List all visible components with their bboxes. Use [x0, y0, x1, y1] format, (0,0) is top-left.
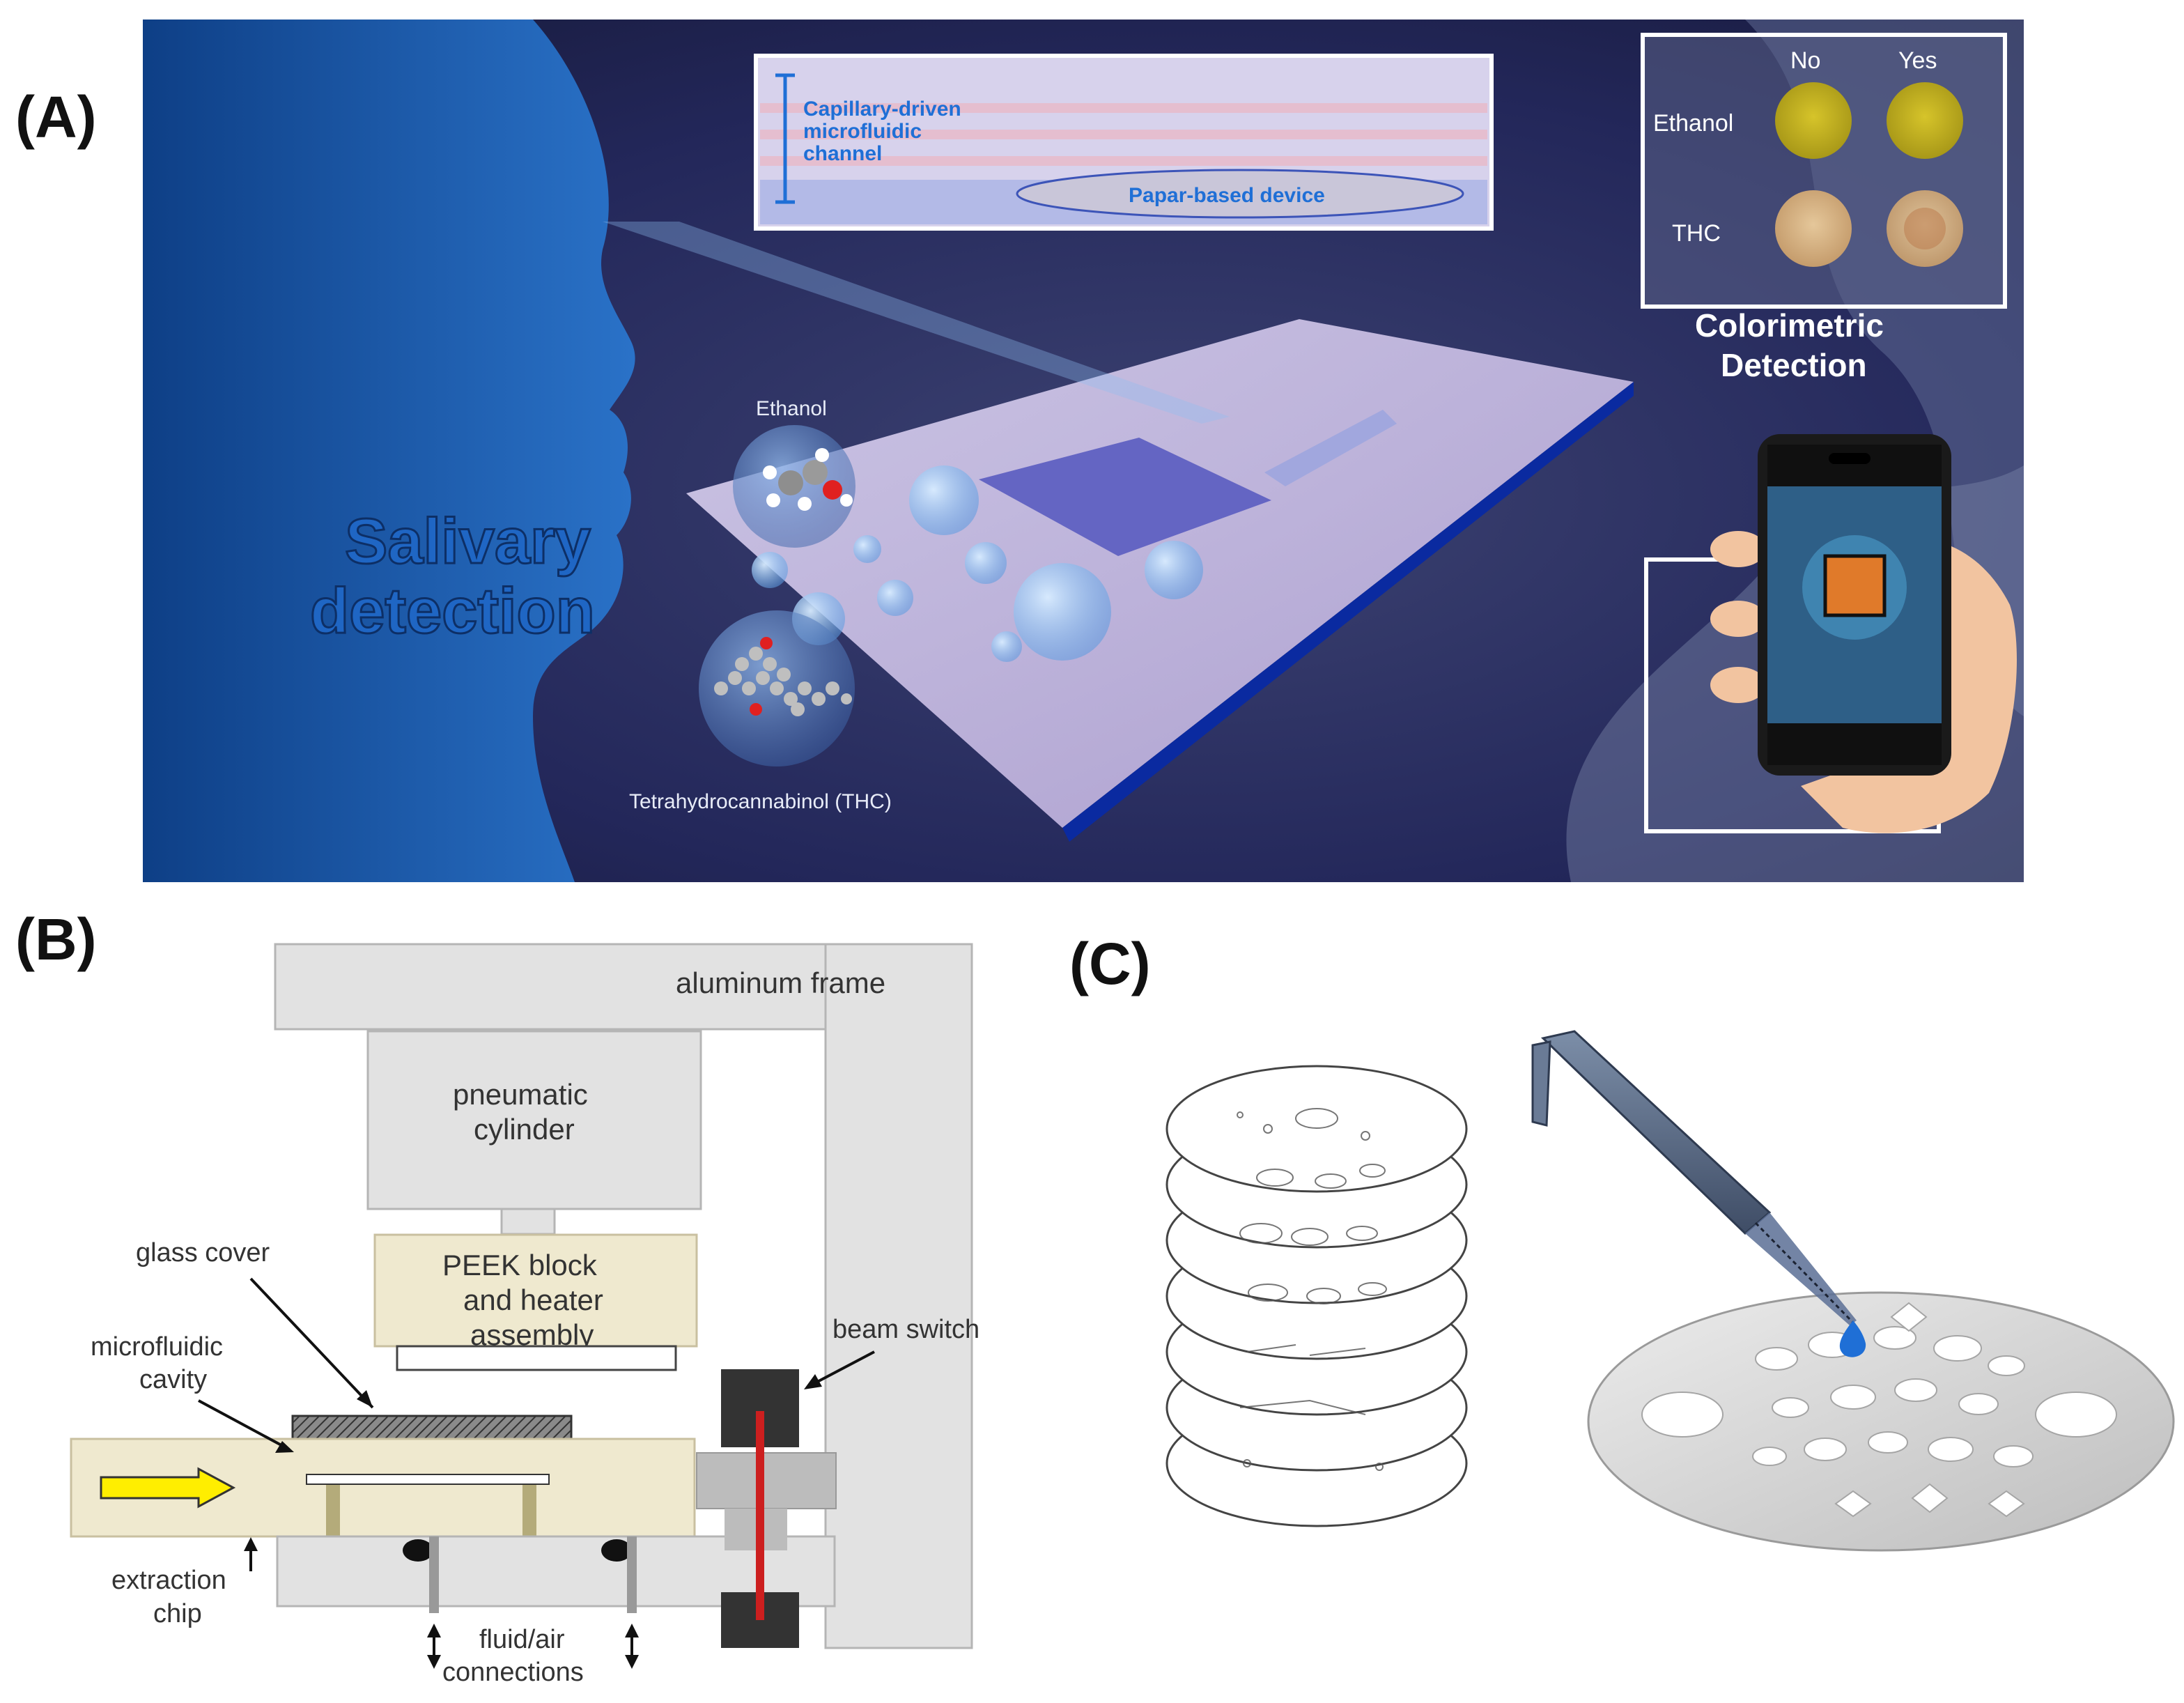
grid-col-yes: Yes	[1898, 47, 1937, 74]
colorimetric-line-2: Detection	[1721, 347, 1867, 383]
ethanol-yes-spot	[1887, 82, 1963, 159]
perforated-disc	[1587, 1291, 2175, 1552]
peek-block	[373, 1233, 698, 1348]
fluid-arrow-right	[625, 1624, 639, 1669]
fluid-arrow-left	[427, 1624, 441, 1669]
panel-label-a: (A)	[15, 84, 97, 150]
detection-zone	[979, 438, 1271, 556]
thc-no-spot	[1775, 190, 1852, 267]
extraction-label-2: chip	[153, 1599, 202, 1628]
blue-droplet	[1839, 1320, 1866, 1357]
inset-title-line-3: channel	[803, 142, 882, 165]
channel-branch	[1264, 410, 1397, 486]
stacked-layers	[1165, 1065, 1468, 1527]
inset-title-line-2: microfluidic	[803, 120, 922, 143]
phone-detection-square	[1823, 554, 1887, 617]
pneumatic-label-2: cylinder	[474, 1113, 575, 1146]
fluid-label-2: connections	[442, 1658, 584, 1687]
ethanol-no-spot	[1775, 82, 1852, 159]
thc-label: Tetrahydrocannabinol (THC)	[629, 790, 892, 813]
ethanol-label: Ethanol	[756, 397, 827, 420]
peek-label-2: and heater	[463, 1284, 603, 1316]
microfluidic-label-1: microfluidic	[91, 1332, 223, 1362]
face-silhouette	[143, 20, 635, 882]
colorimetric-line-1: Colorimetric	[1695, 307, 1884, 344]
pneumatic-label-1: pneumatic	[453, 1078, 588, 1111]
microfluidic-label-2: cavity	[139, 1365, 207, 1394]
grid-col-no: No	[1790, 47, 1820, 74]
grid-row-thc: THC	[1672, 220, 1721, 247]
color-grid-box	[1641, 33, 2007, 309]
panel-label-c: (C)	[1069, 931, 1151, 996]
pneumatic-cylinder	[366, 1030, 702, 1210]
flow-arrow	[100, 1467, 236, 1509]
headline-line-1: Salivary	[345, 506, 591, 577]
light-beam	[756, 1411, 764, 1620]
panel-label-b: (B)	[15, 907, 97, 972]
heater-plate	[396, 1345, 677, 1371]
panel-b-schematic: aluminum frame pneumatic cylinder PEEK b…	[70, 943, 979, 1687]
fluid-label-1: fluid/air	[479, 1625, 565, 1654]
peek-label-1: PEEK block	[442, 1249, 598, 1281]
inset-device-label: Papar-based device	[1129, 184, 1325, 207]
panel-c-illustration	[1165, 1030, 2175, 1552]
glass-cover-label: glass cover	[136, 1238, 270, 1267]
grid-row-ethanol: Ethanol	[1653, 110, 1733, 137]
pipette	[1531, 1030, 1857, 1325]
aluminum-frame-label: aluminum frame	[676, 966, 885, 999]
extraction-label-1: extraction	[111, 1566, 226, 1595]
headline-line-2: detection	[310, 576, 595, 647]
chip-edge	[1062, 382, 1634, 842]
beam-switch-label: beam switch	[832, 1315, 979, 1344]
panel-a-illustration: Salivary detection Capillary-driven micr…	[143, 20, 2024, 882]
inset-title-line-1: Capillary-driven	[803, 98, 961, 121]
aluminum-frame-column	[824, 943, 973, 1649]
inset-device-ellipse	[1016, 169, 1464, 219]
